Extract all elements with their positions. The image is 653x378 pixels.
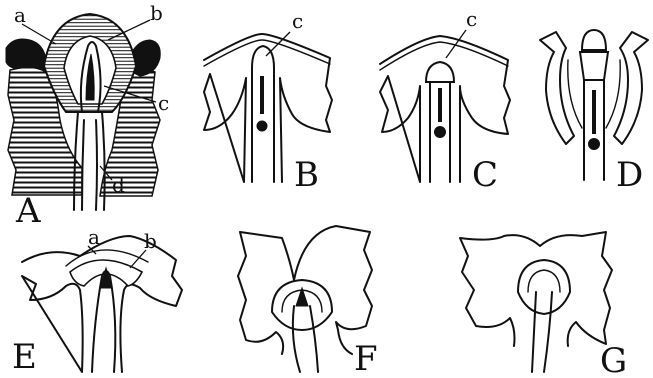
panel-d-cap bbox=[582, 30, 606, 50]
panel-g-ring-outer bbox=[518, 260, 570, 314]
panel-e: a b E bbox=[12, 225, 182, 377]
panel-f-letter: F bbox=[354, 339, 378, 378]
panel-d-cone bbox=[580, 52, 608, 80]
panel-b-membrane bbox=[204, 40, 330, 66]
panel-c: c C bbox=[380, 7, 510, 195]
panel-e-callout-b: b bbox=[144, 229, 157, 253]
panel-b-callout-c: c bbox=[292, 9, 303, 33]
panel-d-nucleus bbox=[589, 139, 600, 150]
panel-a-callout-a: a bbox=[14, 3, 26, 27]
panel-c-nucleus bbox=[435, 127, 446, 138]
panel-d-letter: D bbox=[616, 155, 643, 195]
panel-a-callout-b: b bbox=[150, 1, 163, 25]
panel-e-letter: E bbox=[12, 337, 37, 377]
panel-a-callout-d: d bbox=[112, 173, 125, 197]
panel-e-outline bbox=[22, 236, 182, 372]
panel-b-nucleus bbox=[257, 121, 267, 131]
panel-d-left-inner bbox=[568, 60, 582, 128]
panel-f: F bbox=[238, 226, 378, 378]
panel-b-letter: B bbox=[294, 155, 319, 195]
panel-c-cap bbox=[426, 62, 454, 82]
panel-c-letter: C bbox=[472, 155, 498, 195]
panel-c-callout-c: c bbox=[466, 7, 477, 31]
panel-g: G bbox=[460, 232, 627, 378]
panel-d-right-inner bbox=[606, 60, 620, 128]
panel-b: c B bbox=[204, 9, 332, 195]
panel-a-callout-c: c bbox=[158, 91, 169, 115]
panel-a: a b c d A bbox=[6, 1, 169, 231]
panel-d: D bbox=[540, 30, 648, 195]
panel-b-cap bbox=[252, 46, 274, 68]
panel-a-letter: A bbox=[15, 191, 41, 231]
panel-a-left-cap bbox=[6, 39, 46, 72]
panel-e-callout-a: a bbox=[88, 225, 100, 249]
panel-g-letter: G bbox=[600, 341, 627, 378]
